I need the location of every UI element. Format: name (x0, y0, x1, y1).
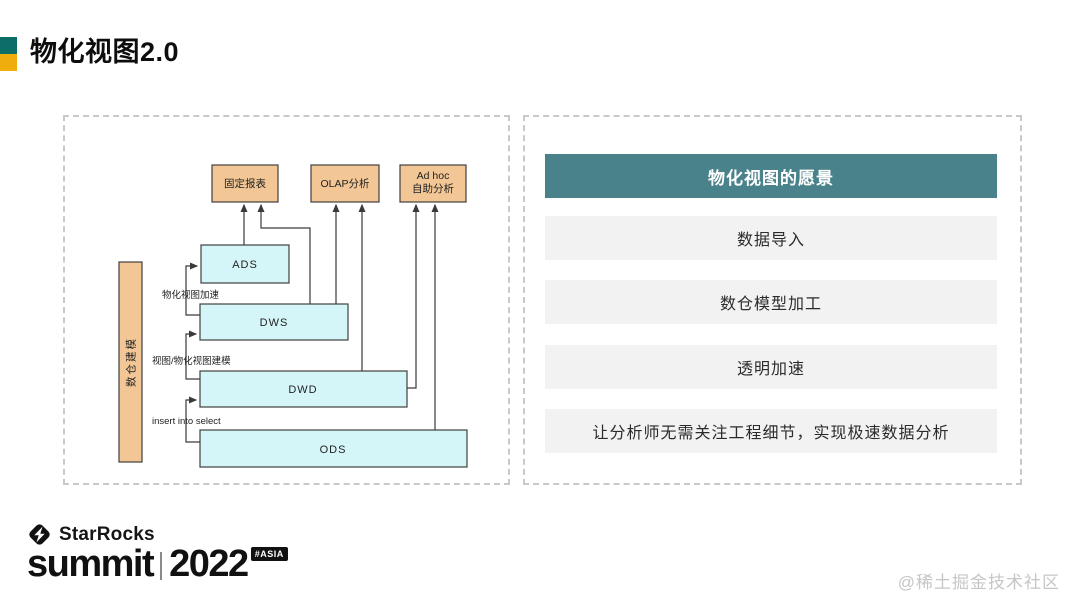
box-adhoc (399, 164, 467, 203)
architecture-diagram: 固定报表 OLAP分析 Ad hoc 自助分析 ADS DWS DWD ODS … (118, 164, 468, 468)
arrow-dwd-to-adhoc (405, 203, 420, 389)
summit-divider (160, 552, 163, 580)
box-ads (200, 244, 290, 284)
box-olap-label: OLAP分析 (320, 177, 370, 190)
box-olap (310, 164, 380, 203)
box-ods-label: ODS (320, 444, 347, 456)
consumer-boxes: 固定报表 OLAP分析 Ad hoc 自助分析 (211, 164, 467, 203)
arrow-ods-to-dwd (185, 396, 200, 443)
diagram-arrows (185, 203, 439, 443)
bullet-teal-half (0, 37, 17, 54)
box-dws-label: DWS (260, 317, 289, 329)
starrocks-logo-icon (29, 524, 50, 545)
vision-item-analyst: 让分析师无需关注工程细节，实现极速数据分析 (545, 409, 997, 453)
title-bullet-icon (0, 37, 17, 71)
box-ads-label: ADS (232, 259, 258, 271)
arrow-dws-to-report (257, 203, 311, 304)
box-ods (199, 429, 468, 468)
layer-boxes: ADS DWS DWD ODS (199, 244, 468, 468)
arrow-dws-to-ads (185, 262, 200, 316)
vision-panel: 物化视图的愿景 数据导入 数仓模型加工 透明加速 让分析师无需关注工程细节，实现… (523, 115, 1022, 485)
box-warehouse-modeling (118, 261, 143, 463)
bullet-gold-half (0, 54, 17, 71)
watermark: @稀土掘金技术社区 (897, 573, 1060, 592)
edge-label-view-modeling: 视图/物化视图建模 (152, 355, 231, 367)
box-dwd (199, 370, 408, 408)
box-fixed-report (211, 164, 279, 203)
edge-label-mv-accelerate: 物化视图加速 (162, 289, 220, 301)
architecture-diagram-panel: 固定报表 OLAP分析 Ad hoc 自助分析 ADS DWS DWD ODS … (63, 115, 510, 485)
brand-row: StarRocks (27, 522, 155, 547)
vision-header: 物化视图的愿景 (545, 154, 997, 198)
asia-tag-badge: #ASIA (250, 547, 288, 561)
box-adhoc-label-line2: 自助分析 (412, 182, 454, 195)
vision-item-transparent-accel: 透明加速 (545, 345, 997, 389)
vision-item-data-import: 数据导入 (545, 216, 997, 260)
summit-word: summit (27, 543, 155, 585)
box-warehouse-modeling-label: 数仓建模 (125, 337, 138, 387)
summit-lockup: summit 2022 #ASIA (27, 543, 288, 586)
box-dws (199, 303, 349, 341)
brand-name: StarRocks (59, 523, 155, 545)
box-adhoc-label-line1: Ad hoc (417, 170, 450, 182)
box-fixed-report-label: 固定报表 (224, 177, 266, 190)
summit-year: 2022 (169, 543, 249, 585)
edge-label-insert-into-select: insert into select (152, 416, 221, 427)
box-dwd-label: DWD (288, 384, 317, 396)
page-title: 物化视图2.0 (30, 37, 180, 67)
arrow-dwd-to-dws (185, 330, 200, 380)
vision-item-model-processing: 数仓模型加工 (545, 280, 997, 324)
